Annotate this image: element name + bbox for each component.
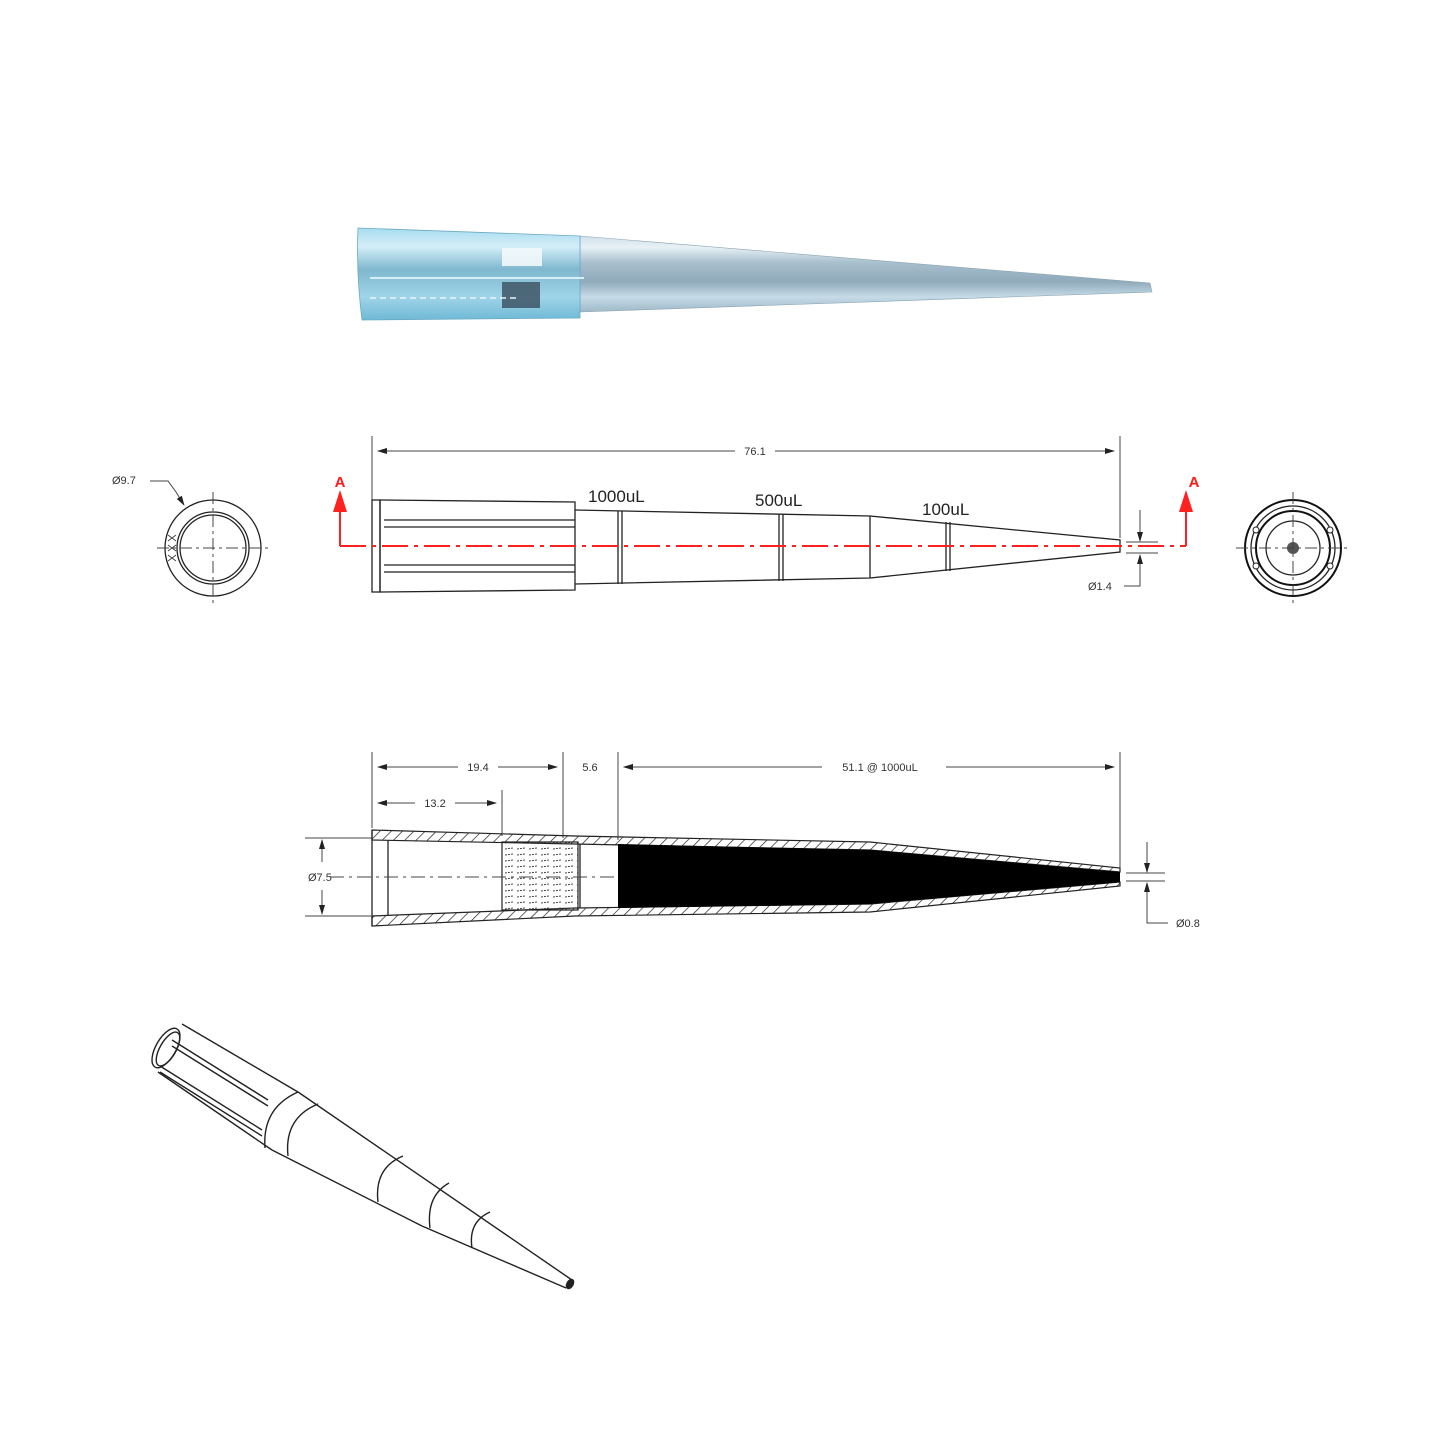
tip-diameter-label: Ø1.4 — [1088, 581, 1112, 593]
section-view: 19.4 13.2 5.6 51.1 @ 1000uL Ø7.5 — [305, 752, 1200, 930]
tip-inner-diameter-label: Ø0.8 — [1176, 918, 1200, 930]
graduation-label-1000: 1000uL — [588, 487, 645, 506]
side-view: 76.1 1000uL 500uL 100uL A A Ø1.4 — [333, 436, 1200, 593]
dim-fill-length: 51.1 @ 1000uL — [842, 762, 917, 774]
filter — [501, 841, 579, 911]
pipette-tip-isometric — [151, 1023, 575, 1290]
section-arrow-left-icon — [333, 490, 347, 512]
end-view-left: Ø9.7 — [112, 475, 268, 604]
end-view-right — [1236, 492, 1350, 604]
filter-plug — [502, 282, 540, 308]
section-arrow-right-icon — [1179, 490, 1193, 512]
dim-gap: 5.6 — [582, 762, 597, 774]
overall-length-label: 76.1 — [744, 446, 765, 458]
bore-diameter-label: Ø7.5 — [308, 872, 332, 884]
section-marker-left: A — [335, 474, 346, 491]
section-marker-right: A — [1189, 474, 1200, 491]
liquid-fill — [618, 844, 1120, 908]
graduation-label-100: 100uL — [922, 500, 969, 519]
pipette-tip-photo — [357, 227, 1153, 321]
outer-diameter-label: Ø9.7 — [112, 475, 136, 487]
dim-collar-length: 19.4 — [467, 762, 488, 774]
graduation-label-500: 500uL — [755, 491, 802, 510]
dim-filter-start: 13.2 — [424, 798, 445, 810]
